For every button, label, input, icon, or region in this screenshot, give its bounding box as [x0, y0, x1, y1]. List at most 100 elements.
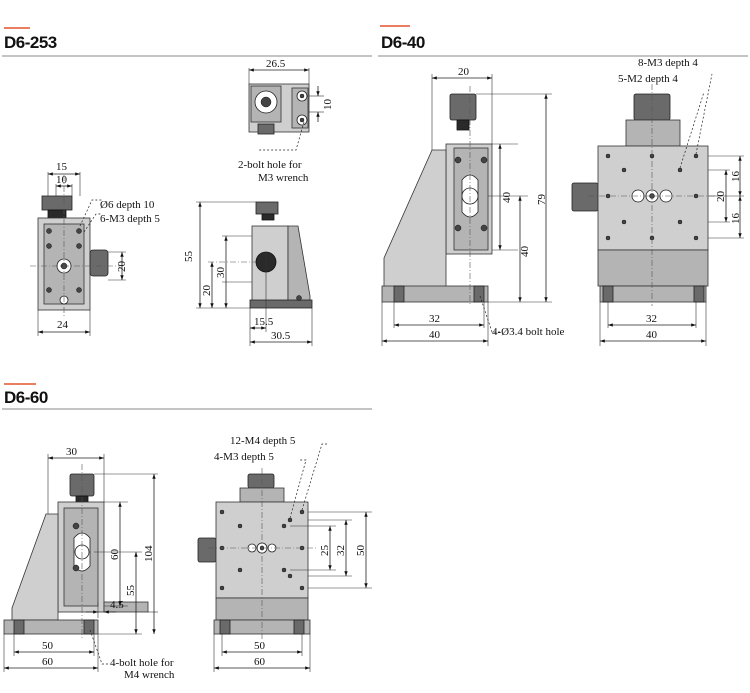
dim-24: 24	[57, 319, 69, 331]
leader-bolt-hole	[89, 629, 110, 665]
tap-hole	[480, 156, 488, 164]
dim-40: 40	[429, 329, 441, 341]
note-m3: 6-M3 depth 5	[100, 213, 160, 225]
tap-hole	[46, 228, 52, 234]
d6-253-side-view: 55 30 20 15.5 30.5	[183, 201, 313, 346]
adjust-knob	[41, 195, 73, 211]
tap-hole	[237, 523, 243, 529]
bolt-slot	[473, 285, 485, 303]
bolt-slot	[602, 285, 614, 303]
base-plate	[381, 285, 489, 303]
tap-hole	[46, 243, 52, 249]
tap-hole	[454, 224, 462, 232]
tap-hole	[480, 224, 488, 232]
d6-253-front-view: 15 10 Ø6 depth 10 6-M3 depth 5 20 24	[30, 161, 160, 336]
dim-15-5: 15.5	[254, 316, 274, 328]
side-screw	[571, 182, 599, 212]
side-screw	[197, 537, 217, 563]
dim-60: 60	[109, 549, 121, 561]
dim-20: 20	[116, 261, 128, 273]
dim-15: 15	[56, 161, 68, 173]
tap-hole	[219, 585, 225, 591]
dim-40-b: 40	[519, 246, 531, 258]
dim-60-bottom: 60	[254, 656, 266, 668]
tap-hole	[693, 153, 699, 159]
d6-253-top-view: 26.5 10 2-bolt hole for M3 wrench	[238, 58, 334, 184]
m3-hole	[287, 573, 293, 579]
m2-hole	[677, 167, 683, 173]
bracket	[287, 225, 311, 307]
dim-16-b: 16	[730, 213, 742, 225]
leader-m4	[301, 443, 328, 511]
dim-40: 40	[646, 329, 658, 341]
tap-hole	[693, 235, 699, 241]
note-bolt-hole-2: M3 wrench	[258, 172, 309, 184]
tap-hole	[72, 564, 80, 572]
dim-40-a: 40	[501, 192, 513, 204]
tap-hole	[454, 156, 462, 164]
dim-60-bottom: 60	[42, 656, 54, 668]
leader-m2	[679, 91, 705, 169]
tap-hole	[76, 243, 82, 249]
tap-hole	[237, 567, 243, 573]
dim-10-slot: 10	[322, 99, 334, 111]
bolt-slot	[83, 619, 95, 635]
d6-60-front-view: 12-M4 depth 5 4-M3 depth 5 25 32 50 50 6…	[197, 435, 372, 672]
leader-o6	[79, 199, 102, 227]
angle-bracket	[383, 149, 447, 291]
d6-60-side-view: 30 60 55 104 4.5 50 60 4-bolt hole for M…	[3, 446, 175, 681]
dim-20: 20	[715, 191, 727, 203]
dim-10: 10	[56, 174, 68, 186]
dim-104: 104	[143, 545, 155, 562]
note-bolt-hole-1: 4-bolt hole for	[110, 657, 174, 669]
section-title: D6-60	[4, 388, 48, 407]
dim-16-a: 16	[730, 171, 742, 183]
note-bolt-hole-2: M4 wrench	[124, 669, 175, 681]
m2-hole	[677, 219, 683, 225]
bolt-slot	[393, 285, 405, 303]
bolt-slot	[293, 619, 305, 635]
d6-40-side-view: 20 40 40 79 32 40 4-Ø3.4 bolt hole	[381, 66, 565, 346]
note-m3: 4-M3 depth 5	[214, 451, 274, 463]
m2-hole	[621, 167, 627, 173]
d6-40-front-view: 8-M3 depth 4 5-M2 depth 4 16 20 16 32 40	[571, 57, 744, 346]
leader-bolt-hole	[258, 121, 305, 151]
base-flange	[103, 601, 149, 613]
dim-32: 32	[646, 313, 657, 325]
bolt-slot	[219, 619, 231, 635]
dim-50: 50	[42, 640, 54, 652]
bolt-hole	[296, 295, 302, 301]
dim-30-5: 30.5	[271, 330, 291, 342]
dim-55: 55	[125, 585, 137, 597]
note-m4: 12-M4 depth 5	[230, 435, 296, 447]
section-header-d6-40: D6-40	[378, 25, 748, 57]
tap-hole	[281, 523, 287, 529]
knob-shaft	[261, 213, 275, 221]
knob-shaft	[47, 209, 67, 219]
dim-30: 30	[66, 446, 78, 458]
tap-hole	[281, 567, 287, 573]
dim-20-side: 20	[201, 285, 213, 297]
tap-hole	[72, 522, 80, 530]
adjust-knob	[255, 201, 279, 215]
leader-m3	[83, 213, 102, 233]
tap-hole	[299, 585, 305, 591]
bolt-slot	[693, 285, 705, 303]
knob-housing	[625, 119, 681, 147]
dim-32: 32	[429, 313, 440, 325]
dim-25: 25	[319, 545, 331, 557]
knob-center	[260, 96, 272, 108]
dim-55: 55	[183, 251, 195, 263]
adjust-knob	[449, 93, 477, 121]
bolt-hole-core	[299, 93, 305, 99]
tap-hole	[76, 287, 82, 293]
clamp-screw	[257, 123, 275, 135]
knob-shaft	[456, 119, 470, 131]
dim-30: 30	[215, 267, 227, 279]
dim-50-bottom: 50	[254, 640, 266, 652]
dim-26-5: 26.5	[266, 58, 286, 70]
adjust-knob	[247, 473, 275, 489]
tap-hole	[219, 509, 225, 515]
angle-bracket	[11, 513, 59, 621]
